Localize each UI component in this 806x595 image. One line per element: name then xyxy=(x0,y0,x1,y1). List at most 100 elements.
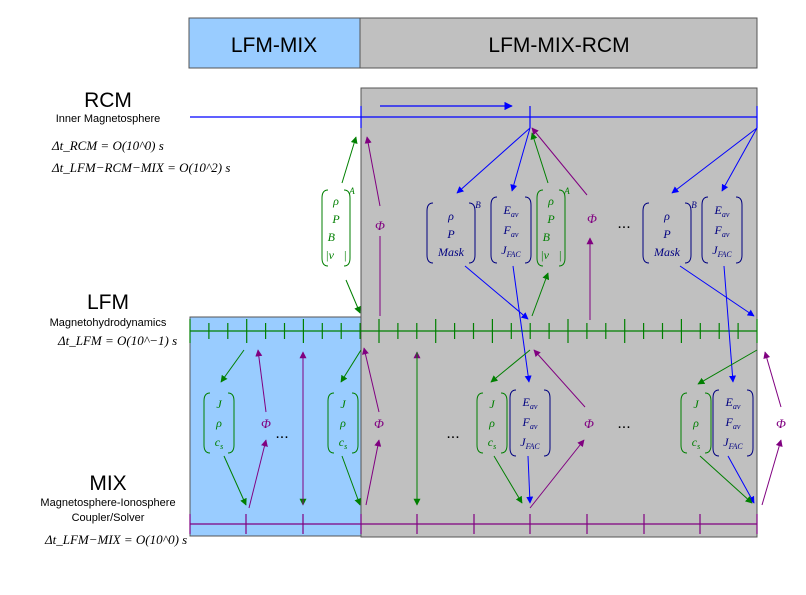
vector-entry: Eav xyxy=(522,395,538,411)
potential-label: Φ xyxy=(776,416,786,431)
vector-bracket xyxy=(468,202,476,264)
vector-entry: ρ xyxy=(663,209,670,223)
vector-entry: JFAC xyxy=(723,435,743,451)
vector-entry: |v⃗| xyxy=(540,248,561,262)
vector-bracket xyxy=(227,392,235,454)
vector-entry: Fav xyxy=(714,223,730,239)
ellipsis-labels: ............ xyxy=(275,215,630,442)
vector-bracket xyxy=(500,392,508,454)
vector-bracket xyxy=(701,196,709,264)
vector-bracket xyxy=(351,392,359,454)
vector-entry: P xyxy=(546,212,555,226)
lfm-to-rcm-vector: ρPB⃗|v⃗|A xyxy=(536,186,570,267)
vector-bracket xyxy=(476,392,484,454)
lfm-to-mix-vector: Jρ cs xyxy=(203,392,235,454)
vector-entry: Eav xyxy=(714,203,730,219)
vector-bracket xyxy=(735,196,743,264)
lfm-to-rcm-vector: ρPB⃗|v⃗|A xyxy=(321,186,355,267)
potential-label: Φ xyxy=(375,218,385,233)
rcm-output-arrows xyxy=(456,127,758,504)
vector-entry: cs xyxy=(488,435,496,451)
vector-label: B xyxy=(691,200,697,210)
vector-bracket xyxy=(426,202,434,264)
lfm-title: LFM xyxy=(87,291,129,314)
vector-entry: J xyxy=(489,397,495,411)
lfm-timestep: Δt_LFM = O(10^−1) s xyxy=(57,333,177,348)
vector-bracket xyxy=(642,202,650,264)
vector-bracket xyxy=(536,189,544,267)
vector-entry: ρ xyxy=(332,194,339,208)
mix-timestep: Δt_LFM−MIX = O(10^0) s xyxy=(44,532,187,547)
mix-subtitle-2: Coupler/Solver xyxy=(72,512,145,524)
ellipsis: ... xyxy=(617,415,630,432)
vector-bracket xyxy=(680,392,688,454)
mix-output-arrows xyxy=(248,127,783,509)
lfm-mix-rcm-tab xyxy=(359,17,758,69)
vector-bracket xyxy=(558,189,566,267)
lfm-subtitle: Magnetohydrodynamics xyxy=(50,317,167,329)
vector-entry: J xyxy=(216,397,222,411)
lfm-to-mix-vector: Jρ cs xyxy=(327,392,359,454)
vector-entry: ρ xyxy=(339,416,346,430)
vector-entry: Mask xyxy=(437,245,465,259)
vector-entry: P xyxy=(662,227,671,241)
lfm-output-arrows xyxy=(220,132,758,506)
lfm-mix-tab-label: LFM-MIX xyxy=(231,34,317,57)
rcm-coupling-timestep: Δt_LFM−RCM−MIX = O(10^2) s xyxy=(51,160,230,175)
vector-bracket xyxy=(684,202,692,264)
vector-entry: P xyxy=(446,227,455,241)
vector-bracket xyxy=(343,189,351,267)
vector-entry: Fav xyxy=(725,415,741,431)
vector-entry: Fav xyxy=(522,415,538,431)
vector-bracket xyxy=(327,392,335,454)
lfm-mix-rcm-region xyxy=(360,87,758,538)
rcm-timestep: Δt_RCM = O(10^0) s xyxy=(51,138,164,153)
rcm-title: RCM xyxy=(84,89,132,112)
vector-entry: cs xyxy=(692,435,700,451)
vector-bracket xyxy=(746,389,754,457)
vector-bracket xyxy=(524,196,532,264)
vector-entry: JFAC xyxy=(712,243,732,259)
lfm-mix-tab xyxy=(188,17,361,69)
vector-bracket xyxy=(321,189,329,267)
vector-entry: B⃗ xyxy=(543,230,560,244)
ellipsis: ... xyxy=(617,215,630,232)
lfm-mix-rcm-tab-label: LFM-MIX-RCM xyxy=(488,34,629,57)
vector-entry: ρ xyxy=(447,209,454,223)
vector-entry: JFAC xyxy=(501,243,521,259)
rcm-subtitle: Inner Magnetosphere xyxy=(56,113,161,125)
potential-label: Φ xyxy=(587,211,597,226)
potential-label: Φ xyxy=(261,416,271,431)
potential-label: Φ xyxy=(374,416,384,431)
lfm-timeline xyxy=(189,319,758,343)
ellipsis: ... xyxy=(275,425,288,442)
mix-timeline xyxy=(189,514,758,534)
vector-bracket xyxy=(543,389,551,457)
vector-entry: |v⃗| xyxy=(325,248,346,262)
vector-entry: cs xyxy=(215,435,223,451)
vector-entry: cs xyxy=(339,435,347,451)
vector-entry: J xyxy=(340,397,346,411)
mix-subtitle-1: Magnetosphere-Ionosphere xyxy=(40,497,175,509)
ellipsis: ... xyxy=(446,425,459,442)
vector-entry: JFAC xyxy=(520,435,540,451)
rcm-timeline xyxy=(190,101,758,128)
vector-entry: ρ xyxy=(547,194,554,208)
vector-bracket xyxy=(203,392,211,454)
vector-bracket xyxy=(490,196,498,264)
vector-label: A xyxy=(348,186,355,196)
vector-entry: Eav xyxy=(725,395,741,411)
lfm-mix-region xyxy=(189,316,362,537)
vector-entry: ρ xyxy=(215,416,222,430)
vector-entry: ρ xyxy=(692,416,699,430)
